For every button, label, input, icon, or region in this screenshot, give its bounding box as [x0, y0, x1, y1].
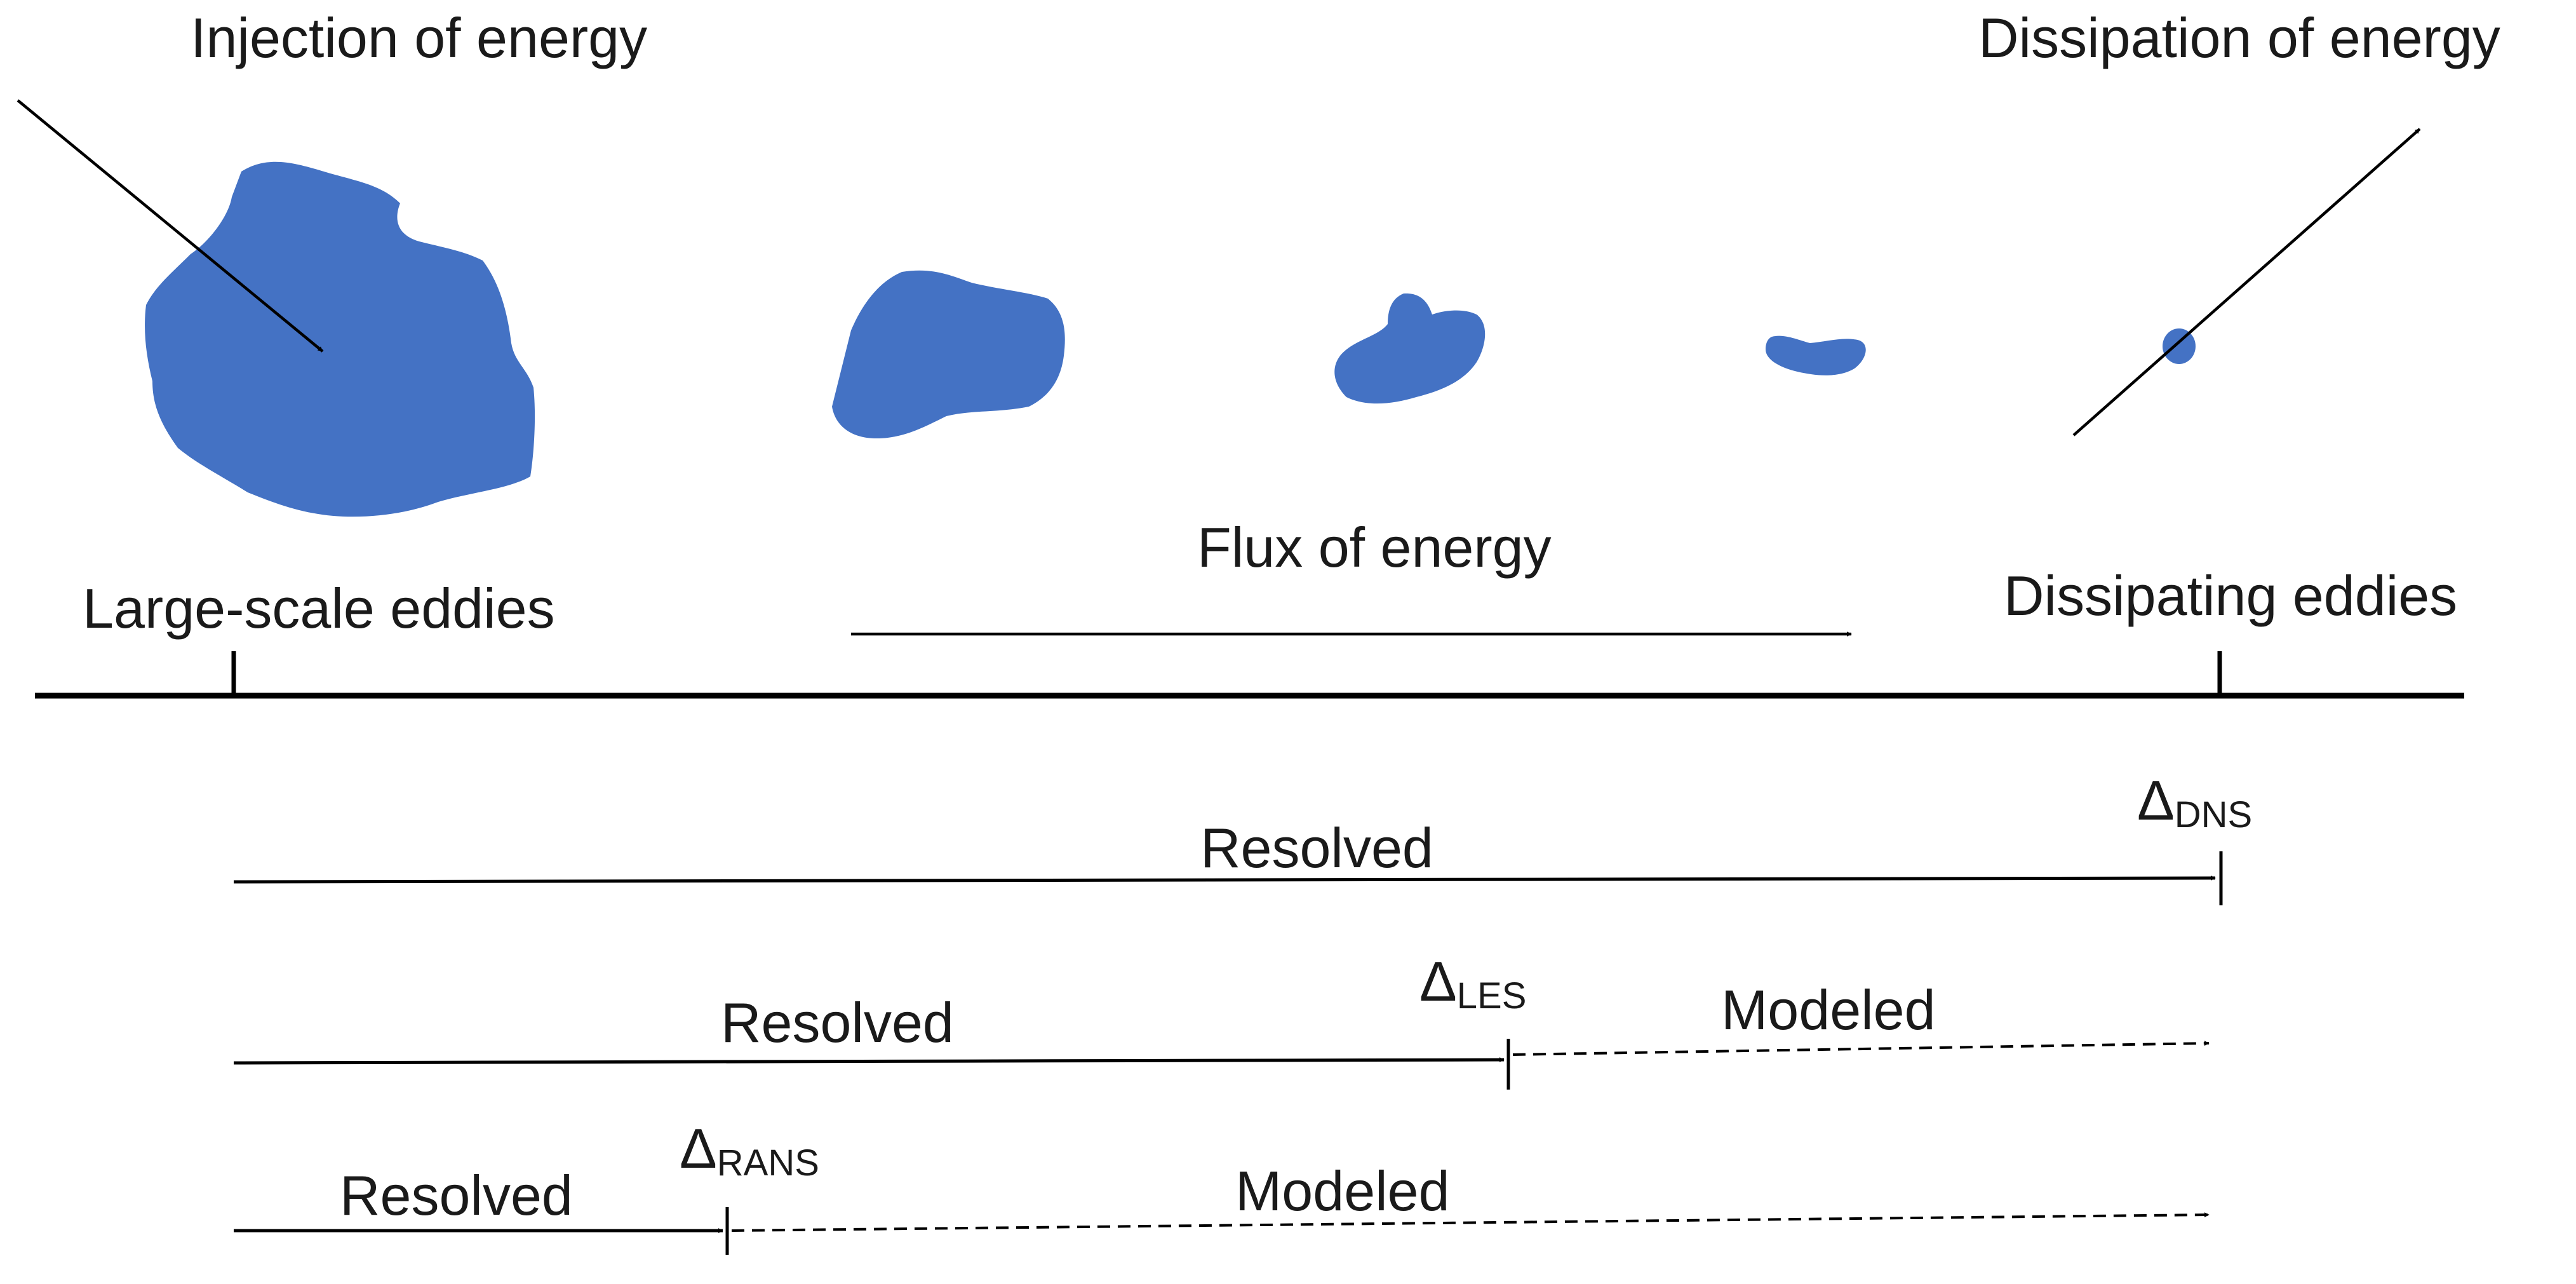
dissipation-arrow: [2072, 128, 2421, 436]
rans-resolved-label: Resolved: [340, 1164, 573, 1227]
smallest-eddy: [2163, 328, 2196, 364]
large-scale-label: Large-scale eddies: [83, 577, 555, 640]
dns-resolved-label: Resolved: [1200, 816, 1433, 879]
injection-label: Injection of energy: [191, 6, 647, 69]
les-delta-label: ΔLES: [1419, 950, 1526, 1017]
rans-delta-label: ΔRANS: [680, 1117, 819, 1184]
dissipating-label: Dissipating eddies: [2004, 564, 2457, 627]
flux-label: Flux of energy: [1197, 516, 1552, 579]
les-resolved-label: Resolved: [721, 991, 954, 1054]
medium-eddy: [832, 270, 1065, 438]
dns-resolved-arrow: [233, 875, 2216, 884]
les-modeled-label: Modeled: [1721, 978, 1936, 1041]
les-modeled-arrow: [1512, 1041, 2210, 1056]
rans-modeled-label: Modeled: [1235, 1159, 1450, 1222]
dns-delta-label: ΔDNS: [2137, 769, 2252, 835]
dissipation-label: Dissipation of energy: [1978, 6, 2500, 69]
tiny-eddy: [1766, 335, 1866, 375]
rans-modeled-arrow: [731, 1212, 2210, 1232]
small-eddy: [1334, 293, 1486, 404]
injection-arrow: [17, 99, 324, 353]
large-eddy: [145, 161, 535, 517]
les-resolved-arrow: [233, 1057, 1505, 1065]
